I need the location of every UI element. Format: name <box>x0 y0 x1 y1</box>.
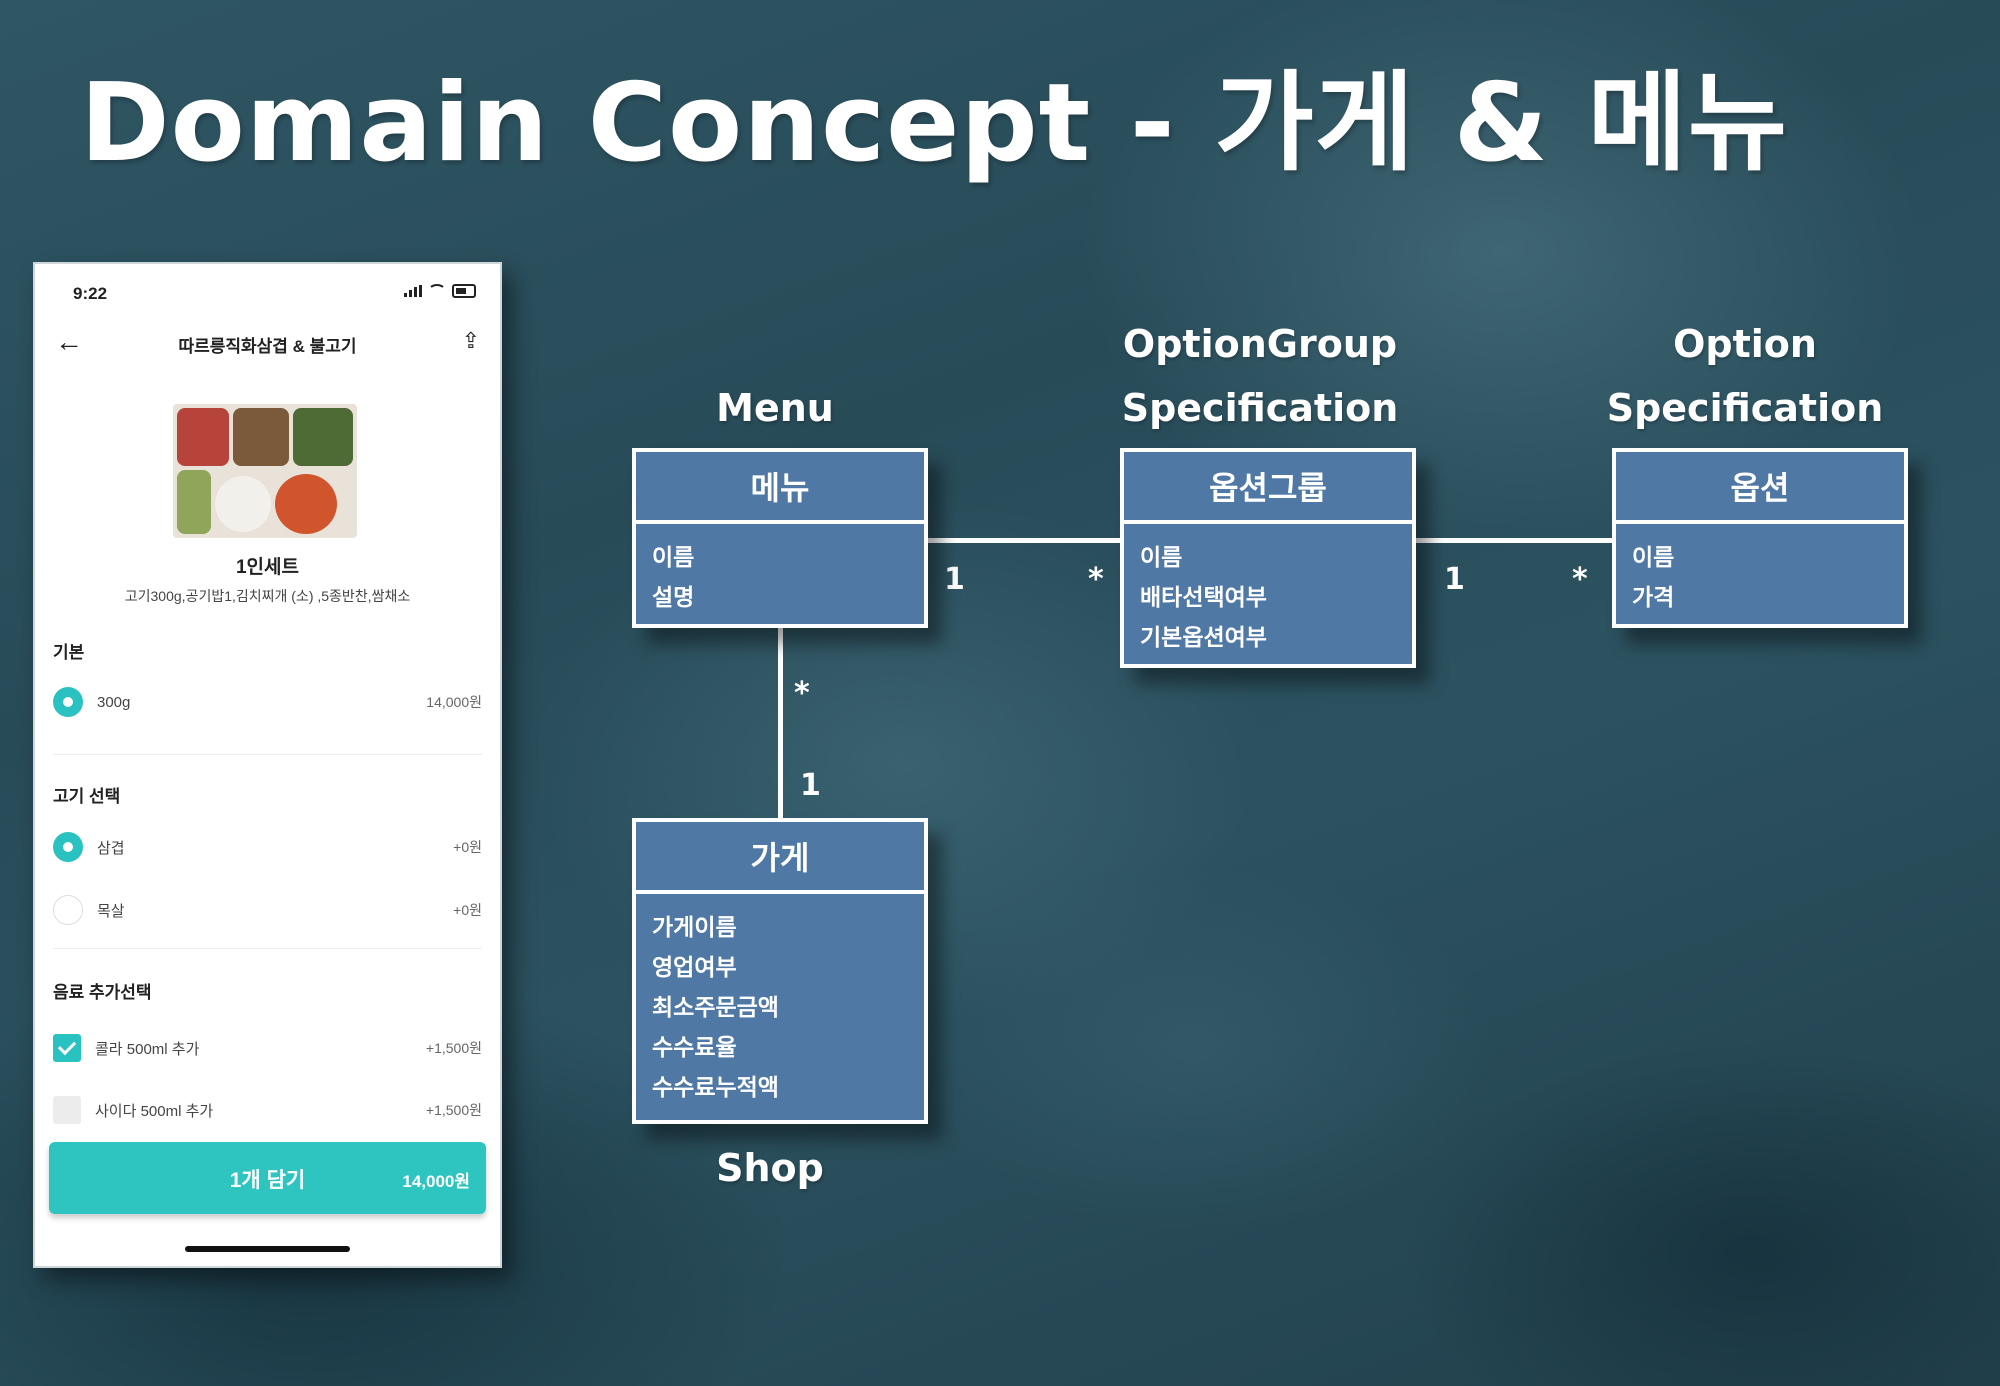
class-shop-attr: 영업여부 <box>652 948 908 988</box>
class-option-group-attr: 배타선택여부 <box>1140 578 1396 618</box>
class-menu-name: 메뉴 <box>636 452 924 524</box>
mult-option-star: * <box>1572 562 1588 597</box>
mult-group-star: * <box>1088 562 1104 597</box>
class-option-group-name: 옵션그룹 <box>1124 452 1412 524</box>
mult-menu-star: * <box>794 676 810 711</box>
class-option-attr: 이름 <box>1632 538 1888 578</box>
label-option-line1: Option <box>1595 322 1895 366</box>
class-menu-attr: 설명 <box>652 578 908 618</box>
class-shop-name: 가게 <box>636 822 924 894</box>
label-menu: Menu <box>680 386 870 430</box>
mult-menu-1: 1 <box>944 562 965 597</box>
class-shop-attr: 수수료누적액 <box>652 1068 908 1108</box>
class-shop: 가게 가게이름 영업여부 최소주문금액 수수료율 수수료누적액 <box>632 818 928 1124</box>
assoc-menu-shop <box>778 626 783 820</box>
class-option-attr: 가격 <box>1632 578 1888 618</box>
class-option-group: 옵션그룹 이름 배타선택여부 기본옵션여부 <box>1120 448 1416 668</box>
assoc-optiongroup-option <box>1414 538 1614 543</box>
class-shop-attr: 가게이름 <box>652 908 908 948</box>
class-option-group-attr: 이름 <box>1140 538 1396 578</box>
class-option-name: 옵션 <box>1616 452 1904 524</box>
class-shop-attr: 수수료율 <box>652 1028 908 1068</box>
class-option: 옵션 이름 가격 <box>1612 448 1908 628</box>
class-shop-attr: 최소주문금액 <box>652 988 908 1028</box>
assoc-menu-optiongroup <box>926 538 1122 543</box>
label-option-line2: Specification <box>1595 386 1895 430</box>
class-option-group-attr: 기본옵션여부 <box>1140 618 1396 658</box>
mult-shop-1: 1 <box>800 768 821 803</box>
class-menu: 메뉴 이름 설명 <box>632 448 928 628</box>
label-shop: Shop <box>680 1146 860 1190</box>
class-menu-attr: 이름 <box>652 538 908 578</box>
mult-group-1: 1 <box>1444 562 1465 597</box>
label-optiongroup-line2: Specification <box>1110 386 1410 430</box>
label-optiongroup-line1: OptionGroup <box>1110 322 1410 366</box>
